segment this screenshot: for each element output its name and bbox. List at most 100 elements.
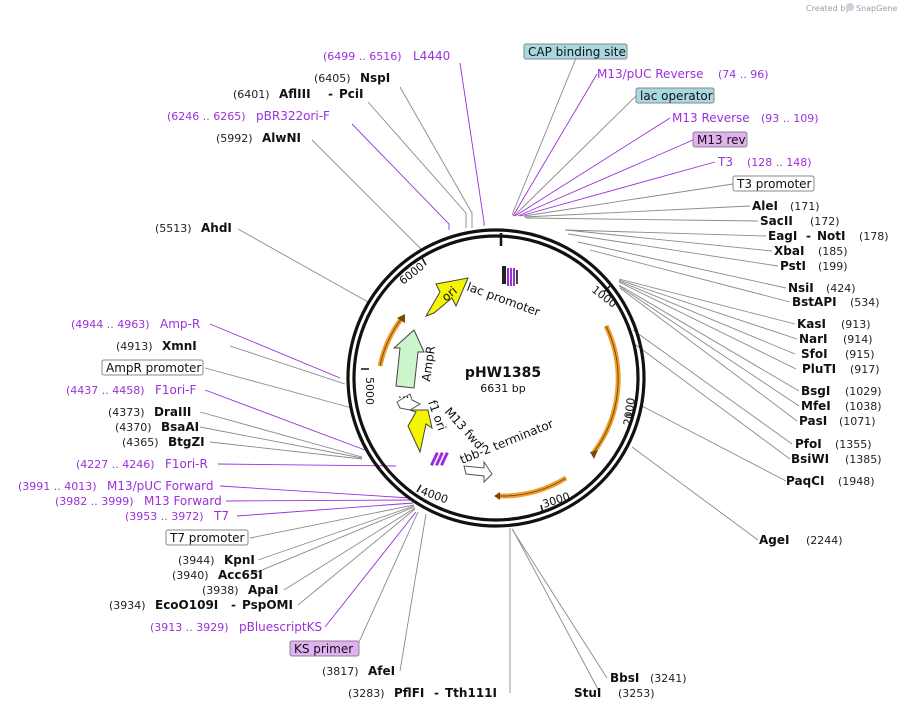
label-cap-binding-site-text: CAP binding site	[528, 45, 626, 59]
label-t3[interactable]: T3 (128 .. 148)	[717, 155, 812, 169]
label-l4440-range: (6499 .. 6516)	[323, 50, 402, 63]
tbb2-terminator-arrow	[463, 460, 493, 484]
label-m13puc-forward[interactable]: (3991 .. 4013) M13/pUC Forward	[18, 479, 214, 493]
label-ks-primer[interactable]: KS primer	[289, 640, 360, 657]
label-bsiwi-pos: (1385)	[845, 453, 882, 466]
label-sacii[interactable]: SacII (172)	[760, 214, 840, 228]
label-bsiwi[interactable]: BsiWI (1385)	[791, 452, 882, 466]
label-lac-operator[interactable]: lac operator	[635, 87, 715, 104]
label-bsaai[interactable]: (4370) BsaAI	[115, 420, 199, 434]
label-sfoi[interactable]: SfoI (915)	[801, 347, 875, 361]
label-alwni[interactable]: (5992) AlwNI	[216, 131, 301, 145]
label-afei[interactable]: (3817) AfeI	[322, 664, 395, 678]
label-pasi-pos: (1071)	[839, 415, 876, 428]
label-bsgi[interactable]: BsgI (1029)	[801, 384, 882, 398]
label-pbluescriptks-range: (3913 .. 3929)	[150, 621, 229, 634]
label-ampr-promoter[interactable]: AmpR promoter	[101, 359, 204, 376]
label-pasi[interactable]: PasI (1071)	[799, 414, 876, 428]
ori-arrow	[424, 277, 469, 317]
label-agei-pos: (2244)	[806, 534, 843, 547]
label-afliii[interactable]: (6401) AflIII - PciI	[233, 87, 364, 101]
label-btgzi-pos: (4365)	[122, 436, 159, 449]
label-pfoi-name: PfoI	[795, 437, 822, 451]
label-ecoo109i-pos: (3934)	[109, 599, 146, 612]
label-amp-r-range: (4944 .. 4963)	[71, 318, 150, 331]
label-mfei[interactable]: MfeI (1038)	[801, 399, 882, 413]
label-ahdi-name: AhdI	[201, 221, 232, 235]
label-pflfi[interactable]: (3283) PflFI - Tth111I	[348, 686, 497, 700]
label-mfei-pos: (1038)	[845, 400, 882, 413]
label-draiii[interactable]: (4373) DraIII	[108, 405, 191, 419]
label-pasi-name: PasI	[799, 414, 827, 428]
label-bsiwi-name: BsiWI	[791, 452, 829, 466]
mcs-feature-stack	[502, 266, 518, 286]
label-pfoi[interactable]: PfoI (1355)	[795, 437, 872, 451]
label-m13-forward-range: (3982 .. 3999)	[55, 495, 134, 508]
label-alei-name: AleI	[752, 199, 778, 213]
label-pbr322ori-f[interactable]: (6246 .. 6265) pBR322ori-F	[167, 109, 330, 123]
label-stui[interactable]: StuI (3253)	[574, 686, 655, 700]
label-m13-reverse[interactable]: M13 Reverse (93 .. 109)	[672, 111, 819, 125]
label-xbai[interactable]: XbaI (185)	[774, 244, 848, 258]
kpn-feature-stack	[430, 452, 449, 466]
label-acc65i-name: Acc65I	[218, 568, 263, 582]
label-paqci-name: PaqCI	[786, 474, 824, 488]
label-m13-rev[interactable]: M13 rev	[692, 131, 748, 148]
label-f1ori-r-name: F1ori-R	[165, 457, 208, 471]
label-nari-name: NarI	[799, 332, 828, 346]
label-t7-promoter[interactable]: T7 promoter	[165, 529, 249, 546]
label-m13puc-reverse-name: M13/pUC Reverse	[597, 67, 704, 81]
label-pbr322-name: pBR322ori-F	[256, 109, 330, 123]
label-m13puc-reverse-range: (74 .. 96)	[718, 68, 769, 81]
label-pbluescriptks[interactable]: (3913 .. 3929) pBluescriptKS	[150, 620, 322, 634]
label-apai[interactable]: (3938) ApaI	[202, 583, 278, 597]
label-nari[interactable]: NarI (914)	[799, 332, 873, 346]
label-nspi[interactable]: (6405) NspI	[314, 71, 390, 85]
plasmid-backbone	[346, 228, 646, 528]
label-f1ori-r[interactable]: (4227 .. 4246) F1ori-R	[76, 457, 208, 471]
label-paqci-pos: (1948)	[838, 475, 875, 488]
label-kpni-pos: (3944)	[178, 554, 215, 567]
label-paqci[interactable]: PaqCI (1948)	[786, 474, 875, 488]
label-psti[interactable]: PstI (199)	[780, 259, 848, 273]
label-t3-promoter[interactable]: T3 promoter	[732, 175, 815, 192]
label-agei[interactable]: AgeI (2244)	[759, 533, 843, 547]
label-sacii-name: SacII	[760, 214, 793, 228]
label-t3-range: (128 .. 148)	[747, 156, 812, 169]
label-btgzi[interactable]: (4365) BtgZI	[122, 435, 205, 449]
label-alei[interactable]: AleI (171)	[752, 199, 820, 213]
label-kpni[interactable]: (3944) KpnI	[178, 553, 255, 567]
label-pluti[interactable]: PluTI (917)	[802, 362, 880, 376]
label-t3-promoter-text: T3 promoter	[736, 177, 812, 191]
label-pspomi-name: PspOMI	[242, 598, 293, 612]
label-nspi-pos: (6405)	[314, 72, 351, 85]
label-ecoo109i[interactable]: (3934) EcoO109I - PspOMI	[109, 598, 293, 612]
label-xmni[interactable]: (4913) XmnI	[116, 339, 197, 353]
label-bstapi-pos: (534)	[850, 296, 880, 309]
label-amp-r[interactable]: (4944 .. 4963) Amp-R	[71, 317, 200, 331]
label-cap-binding-site[interactable]: CAP binding site	[523, 43, 628, 60]
label-draiii-pos: (4373)	[108, 406, 145, 419]
label-stui-pos: (3253)	[618, 687, 655, 700]
label-pluti-name: PluTI	[802, 362, 836, 376]
label-m13-forward[interactable]: (3982 .. 3999) M13 Forward	[55, 494, 222, 508]
label-pflfi-name: PflFI	[394, 686, 424, 700]
label-m13puc-reverse[interactable]: M13/pUC Reverse (74 .. 96)	[597, 67, 769, 81]
label-l4440[interactable]: (6499 .. 6516) L4440	[323, 49, 450, 63]
label-m13puc-forward-name: M13/pUC Forward	[107, 479, 214, 493]
label-eagi[interactable]: EagI - NotI (178)	[768, 229, 889, 243]
label-bbsi[interactable]: BbsI (3241)	[610, 671, 687, 685]
label-kasi[interactable]: KasI (913)	[797, 317, 871, 331]
label-agei-name: AgeI	[759, 533, 789, 547]
label-bstapi[interactable]: BstAPI (534)	[792, 295, 880, 309]
label-f1ori-f-name: F1ori-F	[155, 383, 196, 397]
label-nsii[interactable]: NsiI (424)	[788, 281, 856, 295]
label-psti-pos: (199)	[818, 260, 848, 273]
label-f1ori-f[interactable]: (4437 .. 4458) F1ori-F	[66, 383, 196, 397]
label-acc65i[interactable]: (3940) Acc65I	[172, 568, 263, 582]
label-ahdi[interactable]: (5513) AhdI	[155, 221, 232, 235]
label-t7[interactable]: (3953 .. 3972) T7	[125, 509, 229, 523]
label-mfei-name: MfeI	[801, 399, 831, 413]
label-afliii-name: AflIII	[279, 87, 311, 101]
label-m13-reverse-name: M13 Reverse	[672, 111, 750, 125]
